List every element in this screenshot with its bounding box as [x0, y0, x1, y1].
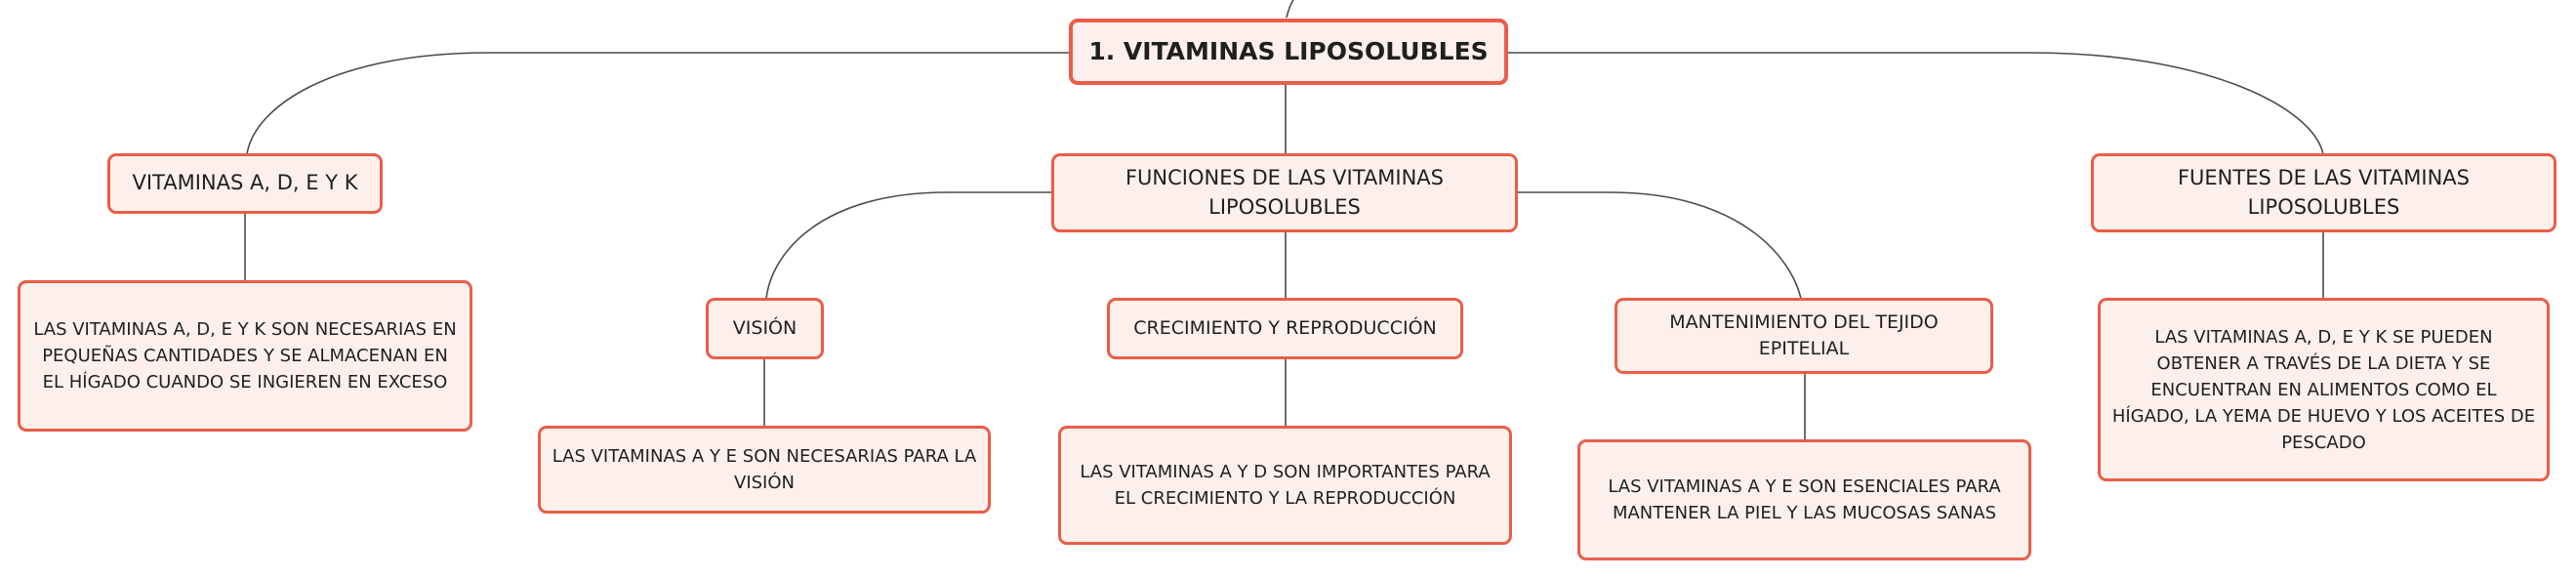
subtopic-tejido-epitelial-label: MANTENIMIENTO DEL TEJIDO EPITELIAL [1669, 311, 1939, 359]
detail-vitaminas-adek[interactable]: LAS VITAMINAS A, D, E Y K SON NECESARIAS… [18, 280, 472, 432]
subtopic-tejido-epitelial[interactable]: MANTENIMIENTO DEL TEJIDO EPITELIAL [1615, 298, 1993, 374]
topic-vitaminas-adek-label: VITAMINAS A, D, E Y K [132, 171, 358, 195]
detail-tejido-epitelial[interactable]: LAS VITAMINAS A Y E SON ESENCIALES PARA … [1577, 439, 2031, 560]
topic-vitaminas-adek[interactable]: VITAMINAS A, D, E Y K [107, 153, 383, 214]
topic-funciones-label: FUNCIONES DE LAS VITAMINAS LIPOSOLUBLES [1124, 165, 1445, 219]
detail-tejido-epitelial-text: LAS VITAMINAS A Y E SON ESENCIALES PARA … [1608, 476, 2001, 523]
detail-vision-text: LAS VITAMINAS A Y E SON NECESARIAS PARA … [552, 446, 977, 493]
subtopic-crecimiento[interactable]: CRECIMIENTO Y REPRODUCCIÓN [1107, 298, 1463, 359]
topic-fuentes-label: FUENTES DE LAS VITAMINAS LIPOSOLUBLES [2177, 165, 2471, 219]
detail-fuentes[interactable]: LAS VITAMINAS A, D, E Y K SE PUEDEN OBTE… [2098, 298, 2550, 481]
detail-fuentes-text: LAS VITAMINAS A, D, E Y K SE PUEDEN OBTE… [2111, 326, 2536, 453]
topic-fuentes[interactable]: FUENTES DE LAS VITAMINAS LIPOSOLUBLES [2091, 153, 2556, 232]
topic-funciones[interactable]: FUNCIONES DE LAS VITAMINAS LIPOSOLUBLES [1051, 153, 1518, 232]
subtopic-crecimiento-label: CRECIMIENTO Y REPRODUCCIÓN [1133, 317, 1437, 340]
detail-crecimiento-text: LAS VITAMINAS A Y D SON IMPORTANTES PARA… [1080, 462, 1491, 509]
detail-crecimiento[interactable]: LAS VITAMINAS A Y D SON IMPORTANTES PARA… [1058, 426, 1512, 545]
subtopic-vision[interactable]: VISIÓN [706, 298, 824, 359]
subtopic-vision-label: VISIÓN [732, 317, 797, 340]
detail-vision[interactable]: LAS VITAMINAS A Y E SON NECESARIAS PARA … [538, 426, 991, 514]
root-topic-node[interactable]: 1. VITAMINAS LIPOSOLUBLES [1069, 19, 1508, 85]
root-topic-label: 1. VITAMINAS LIPOSOLUBLES [1088, 37, 1489, 66]
detail-vitaminas-adek-text: LAS VITAMINAS A, D, E Y K SON NECESARIAS… [33, 319, 457, 393]
